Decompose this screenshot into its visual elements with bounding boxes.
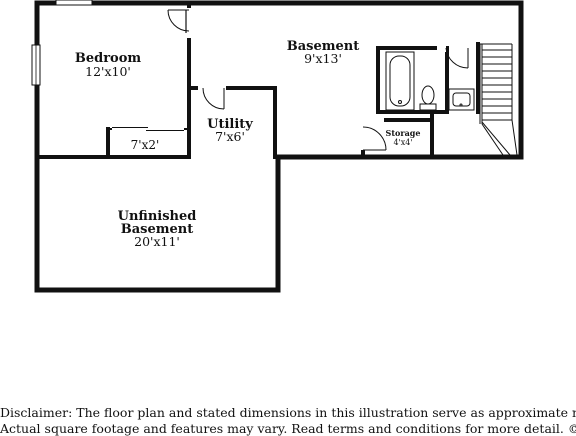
utility-door-swing-icon bbox=[202, 87, 225, 110]
toilet-tank-icon bbox=[419, 103, 437, 111]
unfinished-name-line2: Basement bbox=[121, 222, 193, 237]
closet-dims: 7'x2' bbox=[131, 138, 160, 152]
storage-door-swing-icon bbox=[362, 126, 387, 151]
unfinished-dims: 20'x11' bbox=[134, 234, 180, 249]
bedroom-door-gap bbox=[186, 8, 192, 38]
bath-door-swing-icon bbox=[445, 47, 469, 69]
storage-door-gap bbox=[360, 125, 366, 150]
room-labels: Bedroom 12'x10' 7'x2' Basement 9'x13' Ut… bbox=[75, 39, 421, 249]
storage-name: Storage bbox=[386, 128, 421, 138]
fixtures bbox=[385, 51, 475, 111]
stairs-icon bbox=[478, 43, 518, 156]
utility-door-gap bbox=[198, 85, 226, 91]
disclaimer-line-2: Actual square footage and features may v… bbox=[0, 421, 576, 436]
basement-name: Basement bbox=[287, 39, 359, 54]
exterior-wall bbox=[34, 0, 524, 293]
bedroom-dims: 12'x10' bbox=[85, 64, 131, 79]
storage-dims: 4'x4' bbox=[393, 138, 412, 147]
closet-door-gap bbox=[112, 126, 184, 132]
windows bbox=[31, 0, 93, 86]
bath-door-gap bbox=[437, 44, 446, 52]
bathroom-walls bbox=[376, 46, 449, 114]
bathtub-icon bbox=[385, 51, 415, 111]
basement-dims: 9'x13' bbox=[304, 51, 342, 66]
toilet-bowl-icon bbox=[421, 85, 435, 105]
utility-name: Utility bbox=[207, 117, 253, 132]
window-top bbox=[55, 0, 93, 6]
disclaimer-line-1: Disclaimer: The floor plan and stated di… bbox=[0, 405, 576, 420]
utility-dims: 7'x6' bbox=[215, 129, 245, 144]
sink-icon bbox=[448, 88, 475, 111]
walls bbox=[34, 0, 524, 293]
unfinished-name-line1: Unfinished bbox=[118, 209, 197, 224]
doors bbox=[112, 8, 469, 151]
bedroom-name: Bedroom bbox=[75, 51, 142, 66]
